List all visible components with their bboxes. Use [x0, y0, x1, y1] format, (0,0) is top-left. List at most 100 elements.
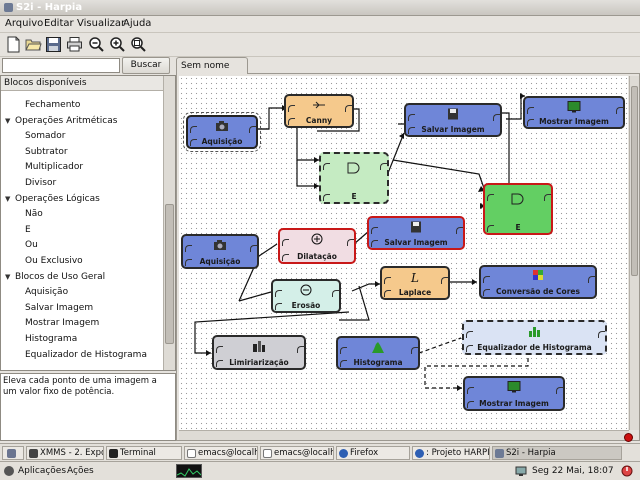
diagram-canvas[interactable]: Aquisição Canny E Salvar Imagem Mostrar … — [179, 76, 628, 430]
task-terminal[interactable]: Terminal — [106, 446, 182, 460]
save-icon[interactable] — [45, 36, 62, 53]
port-icon[interactable] — [467, 401, 474, 408]
tree-item[interactable]: Subtrator — [1, 145, 163, 160]
tree-item[interactable]: ▼Blocos de Uso Geral — [1, 270, 163, 285]
tree-item[interactable]: Ou — [1, 238, 163, 253]
port-icon[interactable] — [483, 289, 490, 296]
port-icon[interactable] — [371, 227, 378, 234]
port-icon[interactable] — [250, 245, 257, 252]
port-icon[interactable] — [487, 194, 494, 201]
block-limiarizacao[interactable]: Limiriarização — [212, 335, 306, 370]
block-histograma[interactable]: Histograma — [336, 336, 420, 370]
canvas-vscrollbar[interactable] — [629, 76, 639, 430]
zoom-in-icon[interactable] — [109, 36, 126, 53]
tree-item[interactable]: Ou Exclusivo — [1, 254, 163, 269]
port-icon[interactable] — [527, 107, 534, 114]
block-dilatacao[interactable]: Dilatação — [278, 228, 356, 264]
print-icon[interactable] — [66, 36, 83, 53]
block-mostrar-1[interactable]: Mostrar Imagem — [523, 96, 625, 129]
port-icon[interactable] — [190, 126, 197, 133]
open-folder-icon[interactable] — [25, 36, 42, 53]
search-button[interactable]: Buscar — [122, 57, 170, 74]
port-icon[interactable] — [616, 107, 623, 114]
menu-acoes[interactable]: Ações — [67, 466, 94, 476]
tree-item[interactable]: Divisor — [1, 176, 163, 191]
port-icon[interactable] — [487, 225, 494, 232]
port-icon[interactable] — [288, 118, 295, 125]
port-icon[interactable] — [384, 277, 391, 284]
block-salvar-1[interactable]: Salvar Imagem — [404, 103, 502, 137]
menu-ajuda[interactable]: Ajuda — [123, 18, 152, 29]
port-icon[interactable] — [275, 290, 282, 297]
canvas-hscrollbar[interactable] — [179, 430, 629, 440]
port-icon[interactable] — [190, 139, 197, 146]
tab-document[interactable]: Sem nome 0[*] — [176, 57, 248, 87]
block-erosao[interactable]: Erosão — [271, 279, 341, 313]
port-icon[interactable] — [544, 194, 551, 201]
port-icon[interactable] — [340, 360, 347, 367]
port-icon[interactable] — [588, 276, 595, 283]
block-e-2[interactable]: E — [483, 183, 553, 235]
menu-visualizar[interactable]: Visualizar — [77, 18, 126, 29]
block-mostrar-2[interactable]: Mostrar Imagem — [463, 376, 565, 411]
zoom-fit-icon[interactable] — [130, 36, 147, 53]
tree-item[interactable]: Mostrar Imagem — [1, 316, 163, 331]
port-icon[interactable] — [249, 126, 256, 133]
port-icon[interactable] — [332, 290, 339, 297]
tree-item[interactable]: Salvar Imagem — [1, 301, 163, 316]
port-icon[interactable] — [411, 347, 418, 354]
port-icon[interactable] — [380, 163, 387, 170]
expander-arrow-icon[interactable]: ▼ — [5, 272, 11, 281]
port-icon[interactable] — [598, 331, 605, 338]
port-icon[interactable] — [456, 227, 463, 234]
tree-item[interactable]: E — [1, 223, 163, 238]
block-e-1[interactable]: E — [319, 152, 389, 204]
port-icon[interactable] — [408, 127, 415, 134]
port-icon[interactable] — [297, 346, 304, 353]
clock[interactable]: Seg 22 Mai, 18:07 — [532, 466, 614, 476]
port-icon[interactable] — [527, 119, 534, 126]
port-icon[interactable] — [371, 240, 378, 247]
block-canny[interactable]: Canny — [284, 94, 354, 128]
port-icon[interactable] — [347, 239, 354, 246]
port-icon[interactable] — [288, 105, 295, 112]
port-icon[interactable] — [483, 276, 490, 283]
menu-editar[interactable]: Editar — [44, 18, 74, 29]
task-emacs-1[interactable]: emacs@localho — [184, 446, 258, 460]
task-firefox[interactable]: Firefox — [336, 446, 410, 460]
port-icon[interactable] — [441, 277, 448, 284]
port-icon[interactable] — [185, 259, 192, 266]
logout-icon[interactable] — [620, 464, 634, 478]
expander-arrow-icon[interactable]: ▼ — [5, 194, 11, 203]
tree-item[interactable]: ▼Operações Aritméticas — [1, 114, 163, 129]
port-icon[interactable] — [408, 114, 415, 121]
port-icon[interactable] — [384, 290, 391, 297]
block-salvar-2[interactable]: Salvar Imagem — [367, 216, 465, 250]
block-conversao[interactable]: Conversão de Cores — [479, 265, 597, 299]
tree-item[interactable]: Equalizador de Histograma — [1, 348, 163, 363]
tree-item[interactable]: Aquisição — [1, 285, 163, 300]
tree-scrollbar[interactable] — [163, 76, 175, 370]
menu-arquivo[interactable]: Arquivo — [5, 18, 44, 29]
port-icon[interactable] — [282, 239, 289, 246]
tree-item[interactable]: Fechamento — [1, 98, 163, 113]
scroll-thumb[interactable] — [631, 86, 638, 276]
port-icon[interactable] — [323, 194, 330, 201]
scroll-thumb[interactable] — [165, 204, 174, 344]
tree-item[interactable]: Histograma — [1, 332, 163, 347]
port-icon[interactable] — [216, 346, 223, 353]
block-aquisicao-1[interactable]: Aquisição — [183, 112, 261, 152]
tree-item[interactable]: ▼Operações Lógicas — [1, 192, 163, 207]
block-equalizador[interactable]: Equalizador de Histograma — [462, 320, 607, 355]
port-icon[interactable] — [275, 303, 282, 310]
task-s2i-harpia[interactable]: S2i - Harpia — [492, 446, 622, 460]
port-icon[interactable] — [340, 347, 347, 354]
task-projeto-harpia[interactable]: : Projeto HARPI — [412, 446, 490, 460]
port-icon[interactable] — [466, 345, 473, 352]
block-laplace[interactable]: L Laplace — [380, 266, 450, 300]
port-icon[interactable] — [216, 360, 223, 367]
port-icon[interactable] — [493, 114, 500, 121]
port-icon[interactable] — [345, 105, 352, 112]
port-icon[interactable] — [466, 331, 473, 338]
task-emacs-2[interactable]: emacs@localho — [260, 446, 334, 460]
